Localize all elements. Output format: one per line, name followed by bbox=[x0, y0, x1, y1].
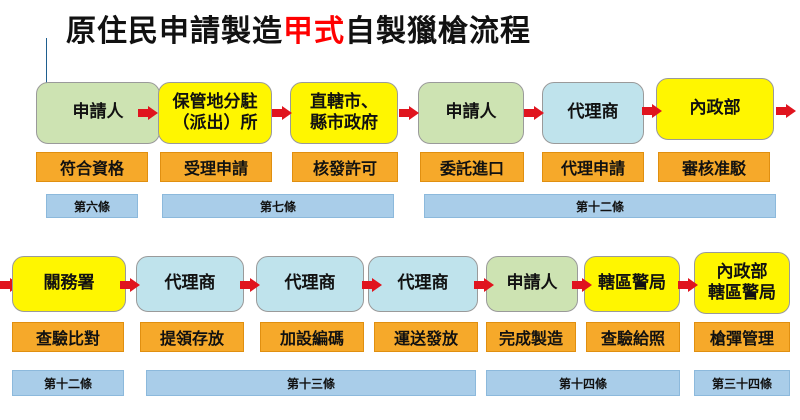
arrow-right-icon bbox=[240, 278, 260, 292]
node-applicant-3: 申請人 bbox=[486, 256, 578, 312]
arrow-right-icon bbox=[138, 106, 158, 120]
node-district-police: 轄區警局 bbox=[584, 256, 680, 312]
action-label: 查驗比對 bbox=[12, 322, 124, 352]
node-ministry-district-police: 內政部 轄區警局 bbox=[694, 252, 790, 314]
arrow-right-icon bbox=[272, 106, 292, 120]
action-label: 審核准駁 bbox=[658, 152, 770, 182]
node-interior-ministry: 內政部 bbox=[656, 78, 774, 140]
article-label: 第三十四條 bbox=[694, 370, 790, 396]
action-label: 符合資格 bbox=[36, 152, 148, 182]
node-applicant-2: 申請人 bbox=[418, 82, 524, 144]
node-city-government: 直轄市、 縣市政府 bbox=[290, 82, 398, 144]
action-label: 提領存放 bbox=[140, 322, 244, 352]
title-suffix: 自製獵槍流程 bbox=[345, 14, 531, 49]
article-label: 第十二條 bbox=[424, 194, 776, 218]
arrow-right-icon bbox=[524, 106, 544, 120]
action-label: 核發許可 bbox=[292, 152, 398, 182]
node-agent-4: 代理商 bbox=[368, 256, 478, 312]
action-label: 受理申請 bbox=[160, 152, 272, 182]
arrow-right-icon bbox=[642, 104, 662, 118]
arrow-right-icon bbox=[120, 278, 140, 292]
node-customs: 關務署 bbox=[12, 256, 126, 312]
action-label: 槍彈管理 bbox=[694, 322, 790, 352]
article-label: 第七條 bbox=[162, 194, 394, 218]
action-label: 完成製造 bbox=[486, 322, 576, 352]
arrow-right-icon bbox=[474, 278, 494, 292]
arrow-right-icon bbox=[399, 106, 419, 120]
article-label: 第六條 bbox=[46, 194, 138, 218]
action-label: 查驗給照 bbox=[586, 322, 680, 352]
article-label: 第十二條 bbox=[12, 370, 124, 396]
arrow-right-icon bbox=[572, 278, 592, 292]
arrow-right-icon bbox=[678, 278, 698, 292]
title-prefix: 原住民申請製造 bbox=[66, 14, 283, 49]
title-highlight: 甲式 bbox=[283, 14, 345, 49]
arrow-right-icon bbox=[776, 104, 796, 118]
article-label: 第十四條 bbox=[486, 370, 680, 396]
page-title: 原住民申請製造甲式自製獵槍流程 bbox=[66, 6, 531, 50]
action-label: 加設編碼 bbox=[260, 322, 364, 352]
node-agent-1: 代理商 bbox=[542, 82, 644, 144]
article-label: 第十三條 bbox=[146, 370, 476, 396]
node-agent-3: 代理商 bbox=[256, 256, 364, 312]
action-label: 代理申請 bbox=[542, 152, 644, 182]
action-label: 委託進口 bbox=[420, 152, 524, 182]
title-accent-line bbox=[46, 38, 47, 86]
node-police-station: 保管地分駐 （派出）所 bbox=[158, 82, 272, 144]
node-agent-2: 代理商 bbox=[136, 256, 244, 312]
action-label: 運送發放 bbox=[374, 322, 478, 352]
arrow-right-icon bbox=[362, 278, 382, 292]
